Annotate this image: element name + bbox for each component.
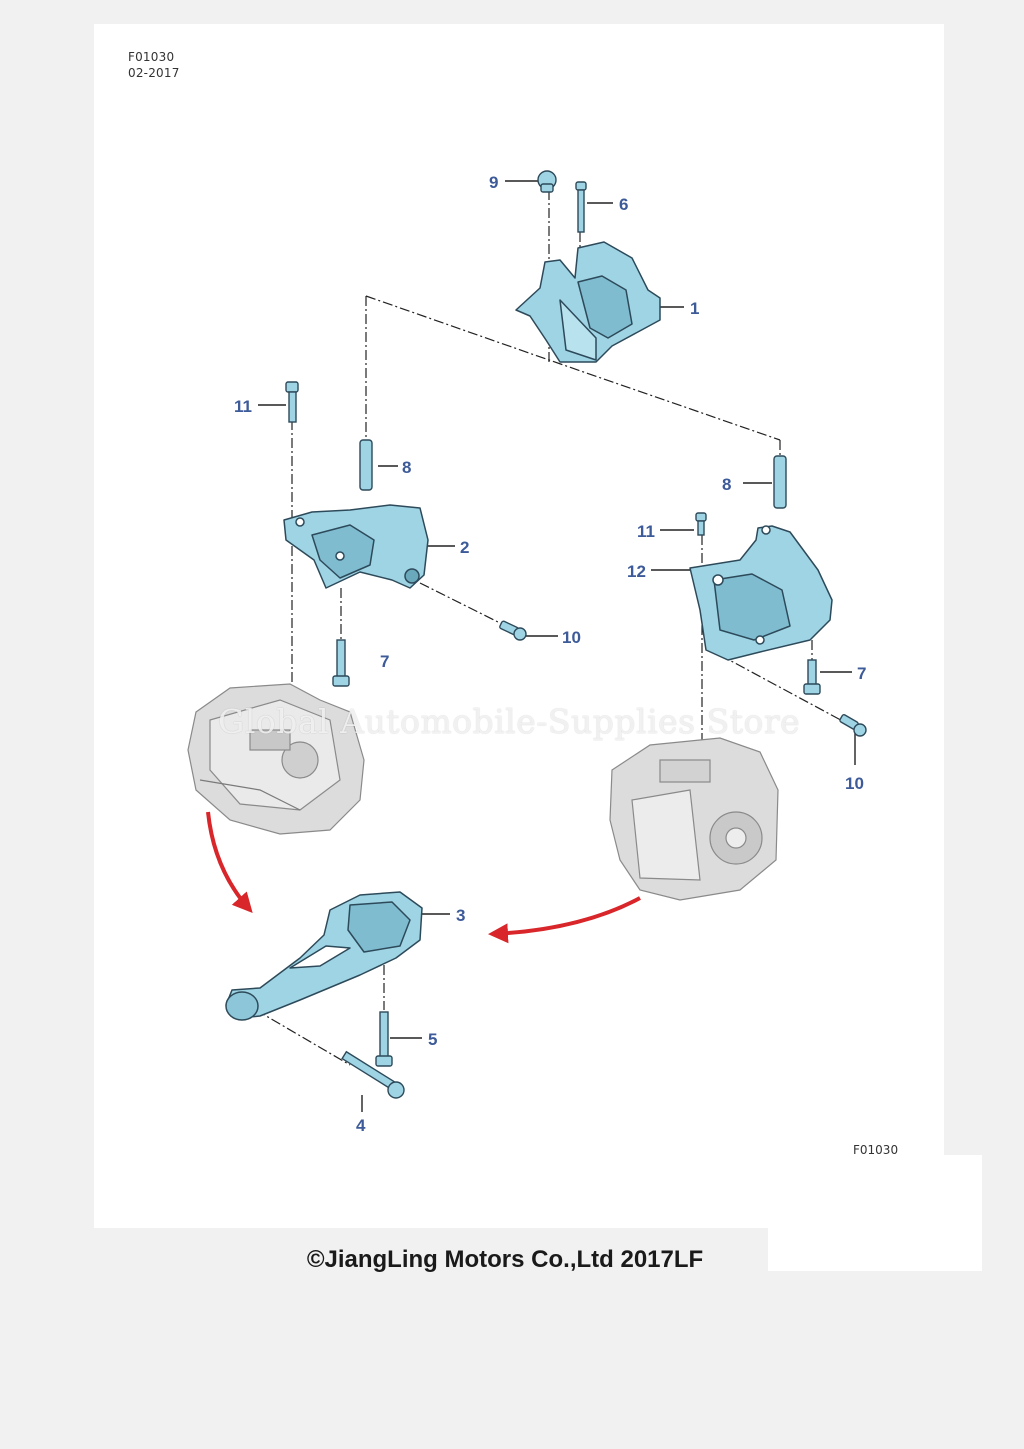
callout-2: 2 bbox=[460, 538, 469, 557]
bolt-part-6 bbox=[575, 181, 587, 233]
callout-8-right: 8 bbox=[722, 475, 731, 494]
callout-11-right: 11 bbox=[637, 522, 655, 541]
stud-part-8-right bbox=[773, 455, 787, 509]
bolt-part-4 bbox=[341, 1050, 405, 1099]
paper-patch bbox=[768, 1155, 982, 1271]
diagram-date: 02-2017 bbox=[128, 66, 180, 80]
stud-part-8-left bbox=[359, 439, 373, 491]
callout-6: 6 bbox=[619, 195, 628, 214]
torque-rod-part-3 bbox=[225, 891, 423, 1021]
bolt-part-11-right bbox=[695, 512, 707, 536]
bolt-part-10-right bbox=[839, 714, 867, 737]
diagram-code: F01030 bbox=[128, 50, 175, 64]
callout-3: 3 bbox=[456, 906, 465, 925]
callout-9: 9 bbox=[489, 173, 498, 192]
callout-1: 1 bbox=[690, 299, 699, 318]
engine-mount-part-1 bbox=[515, 241, 661, 363]
callout-leaders bbox=[258, 180, 856, 1112]
transmission-right bbox=[609, 737, 779, 901]
callout-4: 4 bbox=[356, 1116, 366, 1135]
transmission-left bbox=[187, 683, 365, 835]
callout-10-right: 10 bbox=[845, 774, 864, 793]
callout-7-right: 7 bbox=[857, 664, 866, 683]
callout-5: 5 bbox=[428, 1030, 437, 1049]
callout-8-left: 8 bbox=[402, 458, 411, 477]
bracket-part-12 bbox=[689, 525, 833, 661]
copyright-text: ©JiangLing Motors Co.,Ltd 2017LF bbox=[306, 1246, 704, 1273]
bolt-part-9 bbox=[537, 170, 557, 193]
bolt-part-7-right bbox=[803, 659, 821, 695]
bolt-part-5 bbox=[375, 1011, 393, 1067]
footer-code: F01030 bbox=[853, 1143, 899, 1157]
bolt-part-10-left bbox=[499, 620, 527, 641]
callout-7-left: 7 bbox=[380, 652, 389, 671]
install-arrows bbox=[206, 811, 641, 944]
bolt-part-7-left bbox=[332, 639, 350, 687]
store-watermark: Global Automobile-Supplies Store bbox=[218, 702, 801, 741]
bracket-part-2 bbox=[283, 504, 429, 589]
callout-labels: 9 6 1 11 8 2 10 7 8 11 12 7 10 3 5 4 bbox=[234, 173, 866, 1135]
callout-10-left: 10 bbox=[562, 628, 581, 647]
callout-11-left: 11 bbox=[234, 397, 252, 416]
bolt-part-11-left bbox=[285, 381, 299, 423]
callout-12: 12 bbox=[627, 562, 646, 581]
